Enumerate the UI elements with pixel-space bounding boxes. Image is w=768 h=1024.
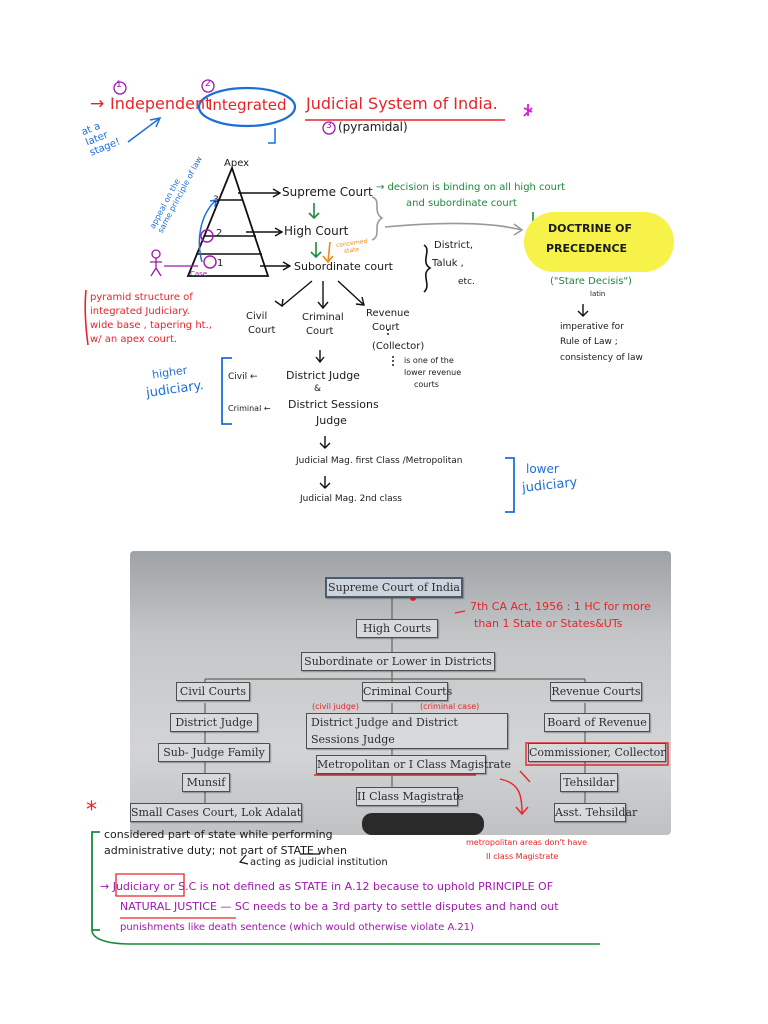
metro-note-1: metropolitan areas don't have <box>466 838 588 847</box>
higher-criminal: Criminal ← <box>228 404 271 413</box>
title-integrated: Integrated <box>208 96 287 114</box>
branch-criminal-2: Court <box>306 326 334 337</box>
doctrine-note-1: imperative for <box>560 322 624 332</box>
title-judicial-system: Judicial System of India. <box>306 94 498 113</box>
pyramid-level-2: 2 <box>216 228 223 239</box>
chart-subordinate: Subordinate or Lower in Districts <box>301 652 495 671</box>
doctrine-note-2: Rule of Law ; <box>560 337 618 347</box>
high-court-label: High Court <box>284 224 349 238</box>
higher-sessions-1: District Sessions <box>288 398 379 411</box>
scribble-redaction <box>362 813 484 835</box>
lower-judiciary-1: lower <box>526 462 559 476</box>
stare-decisis: ("Stare Decisis") <box>550 276 632 287</box>
circled-number-3: 3 <box>326 121 332 131</box>
chart-civil-courts: Civil Courts <box>176 682 250 701</box>
pyramid-level-1: 1 <box>217 258 224 269</box>
title-pyramidal: (pyramidal) <box>338 120 408 134</box>
higher-sessions-2: Judge <box>316 414 347 427</box>
bottom-line-1: considered part of state while performin… <box>104 828 333 841</box>
higher-amp: & <box>314 384 322 394</box>
chart-board-revenue: Board of Revenue <box>544 713 650 732</box>
chart-tehsildar: Tehsildar <box>560 773 618 792</box>
jm-second-class: Judicial Mag. 2nd class <box>300 494 402 504</box>
civil-judge-note: (civil judge) <box>312 702 359 711</box>
branch-revenue-2: Court <box>372 322 400 333</box>
chart-high-courts: High Courts <box>356 619 438 638</box>
title-independent: Independent <box>110 94 212 113</box>
collector-note-1: is one of the <box>404 356 454 365</box>
branch-revenue-1: Revenue <box>366 308 410 319</box>
bottom-line-3: acting as judicial institution <box>250 857 388 868</box>
court-hierarchy-photo: Supreme Court of India High Courts Subor… <box>130 551 671 835</box>
branch-civil-2: Court <box>248 325 276 336</box>
pyramid-note-line-2: integrated Judiciary. <box>90 306 190 317</box>
ca-act-note-1: 7th CA Act, 1956 : 1 HC for more <box>470 600 651 613</box>
branch-civil-1: Civil <box>246 311 268 322</box>
pyramid-case-label: Case <box>190 270 208 278</box>
chart-connectors <box>204 595 669 816</box>
metro-note-2: II class Magistrate <box>486 852 559 861</box>
pyramid-note-line-3: wide base , tapering ht., <box>90 320 212 331</box>
circled-number-1: 1 <box>116 80 122 90</box>
branch-criminal-1: Criminal <box>302 312 344 323</box>
collector-note-2: lower revenue <box>404 368 462 377</box>
jm-first-class: Judicial Mag. first Class /Metropolitan <box>296 456 463 466</box>
pyramid-note-line-4: w/ an apex court. <box>90 334 178 345</box>
chart-asst-tehsildar: Asst. Tehsildar <box>554 803 637 822</box>
subordinate-court-label: Subordinate court <box>294 260 393 273</box>
bottom-line-2: administrative duty; not part of STATE w… <box>104 844 348 857</box>
criminal-case-note: (criminal case) <box>420 702 480 711</box>
bottom-line-6: punishments like death sentence (which w… <box>120 922 474 933</box>
chart-revenue-courts: Revenue Courts <box>550 682 642 701</box>
circled-number-2: 2 <box>205 79 211 89</box>
collector-note-3: courts <box>414 380 439 389</box>
pyramid-apex: Apex <box>224 158 250 169</box>
latin-label: latin <box>590 290 606 298</box>
chart-sub-judge: Sub- Judge Family <box>158 743 270 762</box>
bottom-star: * <box>86 798 97 823</box>
chart-commissioner: Commissioner, Collector <box>528 743 666 762</box>
title-arrow: → <box>90 94 105 114</box>
supreme-note-line-1: → decision is binding on all high court <box>376 182 566 193</box>
doctrine-note-3: consistency of law <box>560 353 643 363</box>
district-item: District, <box>434 240 474 251</box>
ca-act-note-2: than 1 State or States&UTs <box>474 617 623 630</box>
chart-munsif: Munsif <box>182 773 230 792</box>
chart-ii-class: II Class Magistrate <box>356 787 464 806</box>
chart-district-judge: District Judge <box>170 713 258 732</box>
branch-collector: (Collector) <box>372 341 425 352</box>
chart-metropolitan: Metropolitan or I Class Magistrate <box>316 755 511 774</box>
higher-district-judge: District Judge <box>286 369 360 382</box>
chart-small-cases: Small Cases Court, Lok Adalat <box>130 803 302 822</box>
doctrine-line-2: PRECEDENCE <box>546 242 628 255</box>
doctrine-line-1: DOCTRINE OF <box>548 222 633 235</box>
pyramid-level-3: 3 <box>213 195 219 205</box>
chart-supreme-court: Supreme Court of India <box>325 577 463 598</box>
etc-item: etc. <box>458 277 475 287</box>
bottom-line-5: NATURAL JUSTICE — SC needs to be a 3rd p… <box>120 900 559 913</box>
higher-civil: Civil ← <box>228 372 258 382</box>
supreme-note-line-2: and subordinate court <box>406 198 517 209</box>
taluk-item: Taluk , <box>432 258 464 269</box>
pyramid-note-line-1: pyramid structure of <box>90 292 193 303</box>
chart-district-sessions: District Judge and District Sessions Jud… <box>306 713 508 749</box>
supreme-court-label: Supreme Court <box>282 185 373 199</box>
bottom-line-4: → Judiciary or S.C is not defined as STA… <box>100 880 554 893</box>
doctrine-highlight <box>524 212 674 272</box>
chart-criminal-courts: Criminal Courts <box>362 682 452 701</box>
